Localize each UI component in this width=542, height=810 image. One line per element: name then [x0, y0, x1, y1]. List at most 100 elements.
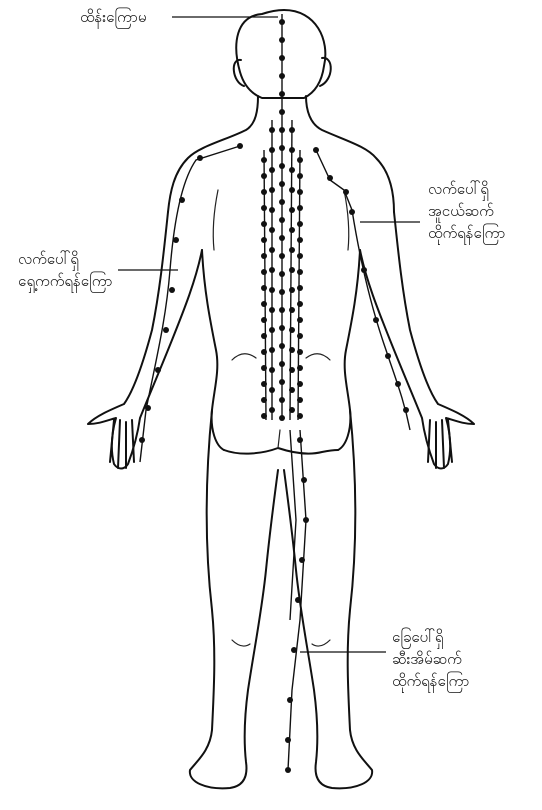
label-arm-rear-channel: လက်ပေါ်ရှိ ရှေ့ကက်ရန်ကြော [18, 248, 113, 292]
acupoint [279, 73, 285, 79]
acupoint [295, 597, 301, 603]
acupoint [297, 237, 303, 243]
acupoint [289, 187, 295, 193]
acupoint [279, 217, 285, 223]
acupoint [279, 181, 285, 187]
label-line: ခြေပေါ်ရှိ [392, 626, 469, 648]
acupoint [261, 381, 267, 387]
label-leg-channel: ခြေပေါ်ရှိ ဆီးအိမ်ဆက် ထိုက်ရန်ကြော [392, 626, 469, 692]
acupoint [343, 189, 349, 195]
acupoint [279, 289, 285, 295]
leader-lines [118, 17, 420, 652]
label-line: ထိုက်ရန်ကြော [428, 222, 505, 244]
acupoint [279, 127, 285, 133]
acupoint [287, 697, 293, 703]
label-line: လက်ပေါ်ရှိ [18, 248, 113, 270]
acupoint [279, 163, 285, 169]
label-line: ရှေ့ကက်ရန်ကြော [18, 270, 113, 292]
acupoint [261, 173, 267, 179]
acupoint [261, 157, 267, 163]
acupoint [349, 209, 355, 215]
acupoint [289, 167, 295, 173]
acupoint [279, 37, 285, 43]
acupoint [297, 173, 303, 179]
acupoint [299, 557, 305, 563]
acupoint [279, 343, 285, 349]
acupoint [297, 301, 303, 307]
acupoint [269, 347, 275, 353]
acupoint [269, 207, 275, 213]
acupoint [269, 167, 275, 173]
acupoint [361, 267, 367, 273]
acupoint [279, 397, 285, 403]
acupoint [269, 147, 275, 153]
acupoint [297, 205, 303, 211]
acupoint [261, 317, 267, 323]
acupoint [279, 235, 285, 241]
acupoint [297, 413, 303, 419]
acupoint [403, 407, 409, 413]
acupoint [279, 19, 285, 25]
acupoint [261, 333, 267, 339]
acupoint [269, 367, 275, 373]
acupoint [289, 247, 295, 253]
label-arm-outer-channel: လက်ပေါ်ရှိ အူငယ်ဆက် ထိုက်ရန်ကြော [428, 178, 505, 244]
acupoint [261, 221, 267, 227]
acupoint [289, 347, 295, 353]
acupoint [301, 477, 307, 483]
acupoint [297, 349, 303, 355]
acupoint [385, 353, 391, 359]
acupoint [163, 327, 169, 333]
acupoint [237, 143, 243, 149]
acupoint [261, 269, 267, 275]
acupoint [269, 327, 275, 333]
acupoint [261, 397, 267, 403]
meridian-points [139, 19, 409, 773]
acupoint [297, 397, 303, 403]
acupoint [269, 227, 275, 233]
label-line: ဆီးအိမ်ဆက် [392, 648, 469, 670]
acupoint [279, 145, 285, 151]
acupoint [269, 187, 275, 193]
acupoint [155, 367, 161, 373]
acupoint [297, 269, 303, 275]
acupoint [169, 287, 175, 293]
acupoint [279, 109, 285, 115]
acupoint [269, 267, 275, 273]
acupoint [289, 327, 295, 333]
acupoint [279, 325, 285, 331]
acupoint [279, 379, 285, 385]
acupoint [289, 127, 295, 133]
acupoint [327, 175, 333, 181]
acupoint [289, 207, 295, 213]
acupoint [279, 361, 285, 367]
acupoint [291, 647, 297, 653]
label-line: ထိုက်ရန်ကြော [392, 670, 469, 692]
acupoint [289, 147, 295, 153]
acupoint [289, 227, 295, 233]
acupoint [261, 205, 267, 211]
acupoint [279, 271, 285, 277]
label-line: လက်ပေါ်ရှိ [428, 178, 505, 200]
acupoint [297, 317, 303, 323]
acupoint [145, 405, 151, 411]
acupoint [285, 737, 291, 743]
acupoint [261, 413, 267, 419]
acupoint [297, 253, 303, 259]
acupoint [297, 221, 303, 227]
acupoint [279, 253, 285, 259]
acupoint [285, 767, 291, 773]
acupoint [289, 307, 295, 313]
acupoint [297, 157, 303, 163]
acupoint [261, 349, 267, 355]
acupoint [289, 387, 295, 393]
acupoint [279, 199, 285, 205]
acupoint [261, 365, 267, 371]
acupoint [261, 189, 267, 195]
acupoint [261, 237, 267, 243]
acupoint [289, 367, 295, 373]
acupoint [373, 317, 379, 323]
acupoint [269, 287, 275, 293]
acupoint [279, 415, 285, 421]
acupoint [269, 407, 275, 413]
